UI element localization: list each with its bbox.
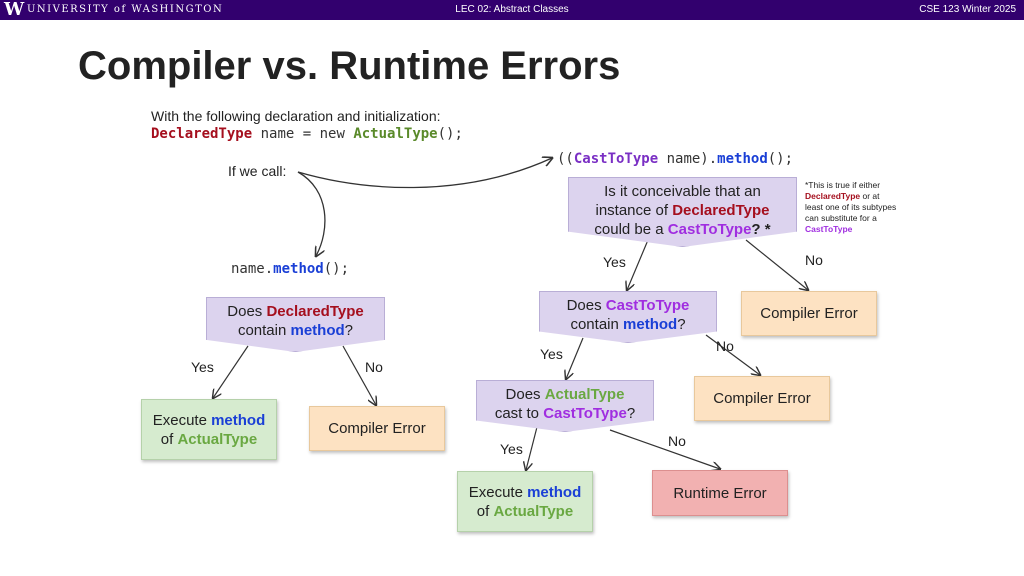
plain-method-token: method [273,261,324,277]
left-compiler-error-node: Compiler Error [309,406,445,451]
if-we-call-label: If we call: [228,163,287,179]
course-name: CSE 123 Winter 2025 [919,4,1016,15]
declaration-end: (); [437,126,463,142]
arrow-left-yes [213,345,249,398]
uw-logo-text: UNIVERSITY of WASHINGTON [27,4,224,15]
arrow-q1-no [745,239,808,290]
q3-no-label: No [668,433,686,449]
left-no-label: No [365,359,383,375]
declared-type-token: DeclaredType [151,126,253,142]
uw-logo-mark: W [4,0,25,20]
arrow-to-plain-call [297,171,326,256]
arrow-q3-no [609,429,720,469]
cast-suffix: (); [767,151,794,167]
right-execute-node: Execute method of ActualType [457,471,593,532]
cast-call-code: ((CastToType name).method(); [557,151,793,167]
left-yes-label: Yes [191,359,214,375]
arrow-q2-yes [566,337,584,379]
actual-type-token: ActualType [353,126,438,142]
q1-yes-label: Yes [603,254,626,270]
lecture-title: LEC 02: Abstract Classes [455,4,569,15]
left-q-declared-type: DeclaredType [266,303,364,320]
q1-no-label: No [805,252,823,268]
q2-compiler-error-node: Compiler Error [694,376,830,421]
declaration-code: DeclaredType name = new ActualType(); [151,126,463,142]
cast-open: (( [557,151,574,167]
q2-contain-node: Does CastToType contain method? [539,291,717,343]
q2-yes-label: Yes [540,346,563,362]
header-bar: W UNIVERSITY of WASHINGTON LEC 02: Abstr… [0,0,1024,20]
left-question-node: Does DeclaredType contain method? [206,297,385,352]
plain-call-code: name.method(); [231,261,349,277]
left-q-method: method [290,322,345,339]
footnote: *This is true if either DeclaredType or … [805,180,897,234]
slide-title: Compiler vs. Runtime Errors [78,44,621,88]
q2-no-label: No [716,338,734,354]
intro-text: With the following declaration and initi… [151,108,441,124]
cast-mid: name). [658,151,718,167]
q3-cast-node: Does ActualType cast to CastToType? [476,380,654,432]
arrow-q2-no [705,334,760,375]
q3-yes-label: Yes [500,441,523,457]
plain-prefix: name. [231,261,274,277]
plain-suffix: (); [323,261,350,277]
cast-type-token: CastToType [573,151,659,167]
runtime-error-node: Runtime Error [652,470,788,516]
q1-conceivable-node: Is it conceivable that an instance of De… [568,177,797,247]
arrow-to-cast-call [297,158,552,189]
q1-compiler-error-node: Compiler Error [741,291,877,336]
arrow-q1-yes [627,239,649,290]
declaration-middle: name = new [252,126,354,142]
cast-method-token: method [717,151,768,167]
left-execute-node: Execute method of ActualType [141,399,277,460]
arrow-q3-yes [526,426,538,470]
arrow-left-no [342,345,376,405]
